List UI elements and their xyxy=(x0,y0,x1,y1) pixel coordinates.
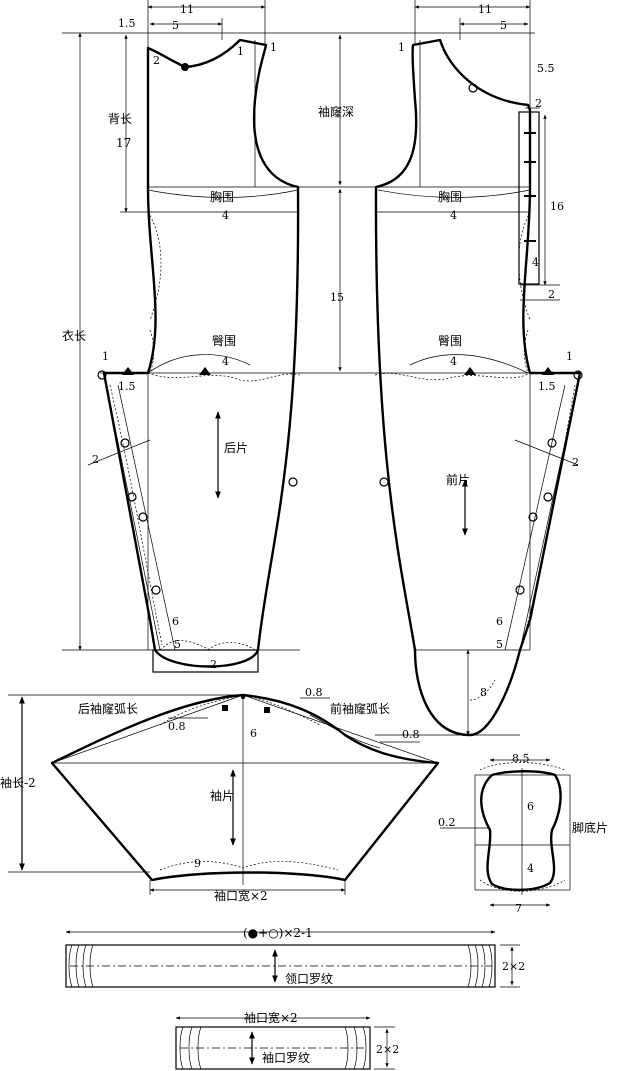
dim-6-leg-right: 6 xyxy=(496,615,503,628)
back-piece-label: 后片 xyxy=(224,441,248,455)
body-pattern: 背长 17 衣长 袖窿深 胸围 胸围 臀围 臀围 后片 前片 11 11 5 5… xyxy=(62,0,583,737)
chest-label-left: 胸围 xyxy=(210,189,234,204)
sleeve-pattern: 后袖窿弧长 前袖窿弧长 0.8 0.8 0.8 6 9 袖片 袖长-2 袖口宽×… xyxy=(0,686,440,903)
dim-11-right: 11 xyxy=(478,3,492,16)
garment-length-label: 衣长 xyxy=(62,328,86,343)
cuff-width-label-b: 袖口宽×2 xyxy=(244,1010,298,1025)
dim-11-left: 11 xyxy=(180,3,194,16)
dim-5-left: 5 xyxy=(172,19,179,32)
dim-6-leg-left: 6 xyxy=(172,615,179,628)
foot-0-2: 0.2 xyxy=(438,816,456,829)
sleeve-6: 6 xyxy=(250,727,257,740)
chest-label-right: 胸围 xyxy=(438,189,462,204)
neck-rib-label: 领口罗纹 xyxy=(285,972,333,986)
dim-1-hip-left: 1 xyxy=(102,350,109,363)
cuff-rib-pattern: 袖口宽×2 袖口罗纹 2×2 xyxy=(175,1010,399,1070)
dim-5-5: 5.5 xyxy=(537,62,555,75)
dim-2-hem: 2 xyxy=(210,658,217,671)
front-piece-label: 前片 xyxy=(446,472,470,487)
dim-1-c: 1 xyxy=(398,41,405,54)
dim-1-5-hip-right: 1.5 xyxy=(538,380,556,393)
neck-rib-height: 2×2 xyxy=(502,960,525,973)
hip-4-right: 4 xyxy=(450,355,457,368)
dim-2-leg-right: 2 xyxy=(572,456,579,469)
chest-4-right: 4 xyxy=(450,209,457,222)
back-length-label: 背长 xyxy=(108,112,132,126)
front-armhole-arc-label: 前袖窿弧长 xyxy=(330,701,390,716)
foot-6: 6 xyxy=(527,800,534,813)
dim-5-leg-right: 5 xyxy=(496,638,503,651)
cuff-width-label: 袖口宽×2 xyxy=(214,888,268,903)
dim-16: 16 xyxy=(550,200,564,213)
dim-5-leg-left: 5 xyxy=(174,638,181,651)
dim-2-leg-left: 2 xyxy=(92,453,99,466)
cuff-rib-height: 2×2 xyxy=(376,1043,399,1056)
dim-1-a: 1 xyxy=(237,45,244,58)
foot-7: 7 xyxy=(515,902,522,915)
sleeve-length-label: 袖长-2 xyxy=(0,775,36,790)
dim-1-5-hip-left: 1.5 xyxy=(118,380,136,393)
back-armhole-arc-label: 后袖窿弧长 xyxy=(78,701,138,716)
hip-label-right: 臀围 xyxy=(438,334,462,348)
armhole-depth-label: 袖窿深 xyxy=(318,104,354,119)
foot-piece-label: 脚底片 xyxy=(572,820,608,835)
sleeve-0-8-a: 0.8 xyxy=(168,720,186,733)
dim-2-top-right: 2 xyxy=(535,97,542,110)
foot-sole-pattern: 8.5 6 4 0.2 7 脚底片 xyxy=(438,752,608,915)
foot-8-5: 8.5 xyxy=(512,752,530,765)
dim-4-placket: 4 xyxy=(532,256,539,269)
dim-5-right: 5 xyxy=(500,19,507,32)
neck-rib-formula: (●+○)×2-1 xyxy=(243,926,313,940)
neck-rib-pattern: (●+○)×2-1 领口罗纹 2×2 xyxy=(65,926,525,988)
dim-2-neck: 2 xyxy=(153,54,160,67)
sleeve-piece-label: 袖片 xyxy=(210,788,234,803)
dim-1-5-top: 1.5 xyxy=(118,17,136,30)
hip-label-left: 臀围 xyxy=(212,334,236,348)
sleeve-9: 9 xyxy=(194,857,201,870)
cuff-rib-label: 袖口罗纹 xyxy=(262,1050,310,1065)
dim-2-placket: 2 xyxy=(548,288,555,301)
chest-4-left: 4 xyxy=(222,209,229,222)
foot-4: 4 xyxy=(527,862,534,875)
dim-1-b: 1 xyxy=(270,41,277,54)
dim-15: 15 xyxy=(330,291,344,304)
hip-4-left: 4 xyxy=(222,355,229,368)
sleeve-0-8-b: 0.8 xyxy=(305,686,323,699)
back-length-value: 17 xyxy=(116,136,131,150)
dim-1-hip-right: 1 xyxy=(566,350,573,363)
dim-8-foot: 8 xyxy=(480,686,487,699)
sleeve-0-8-c: 0.8 xyxy=(402,728,420,741)
